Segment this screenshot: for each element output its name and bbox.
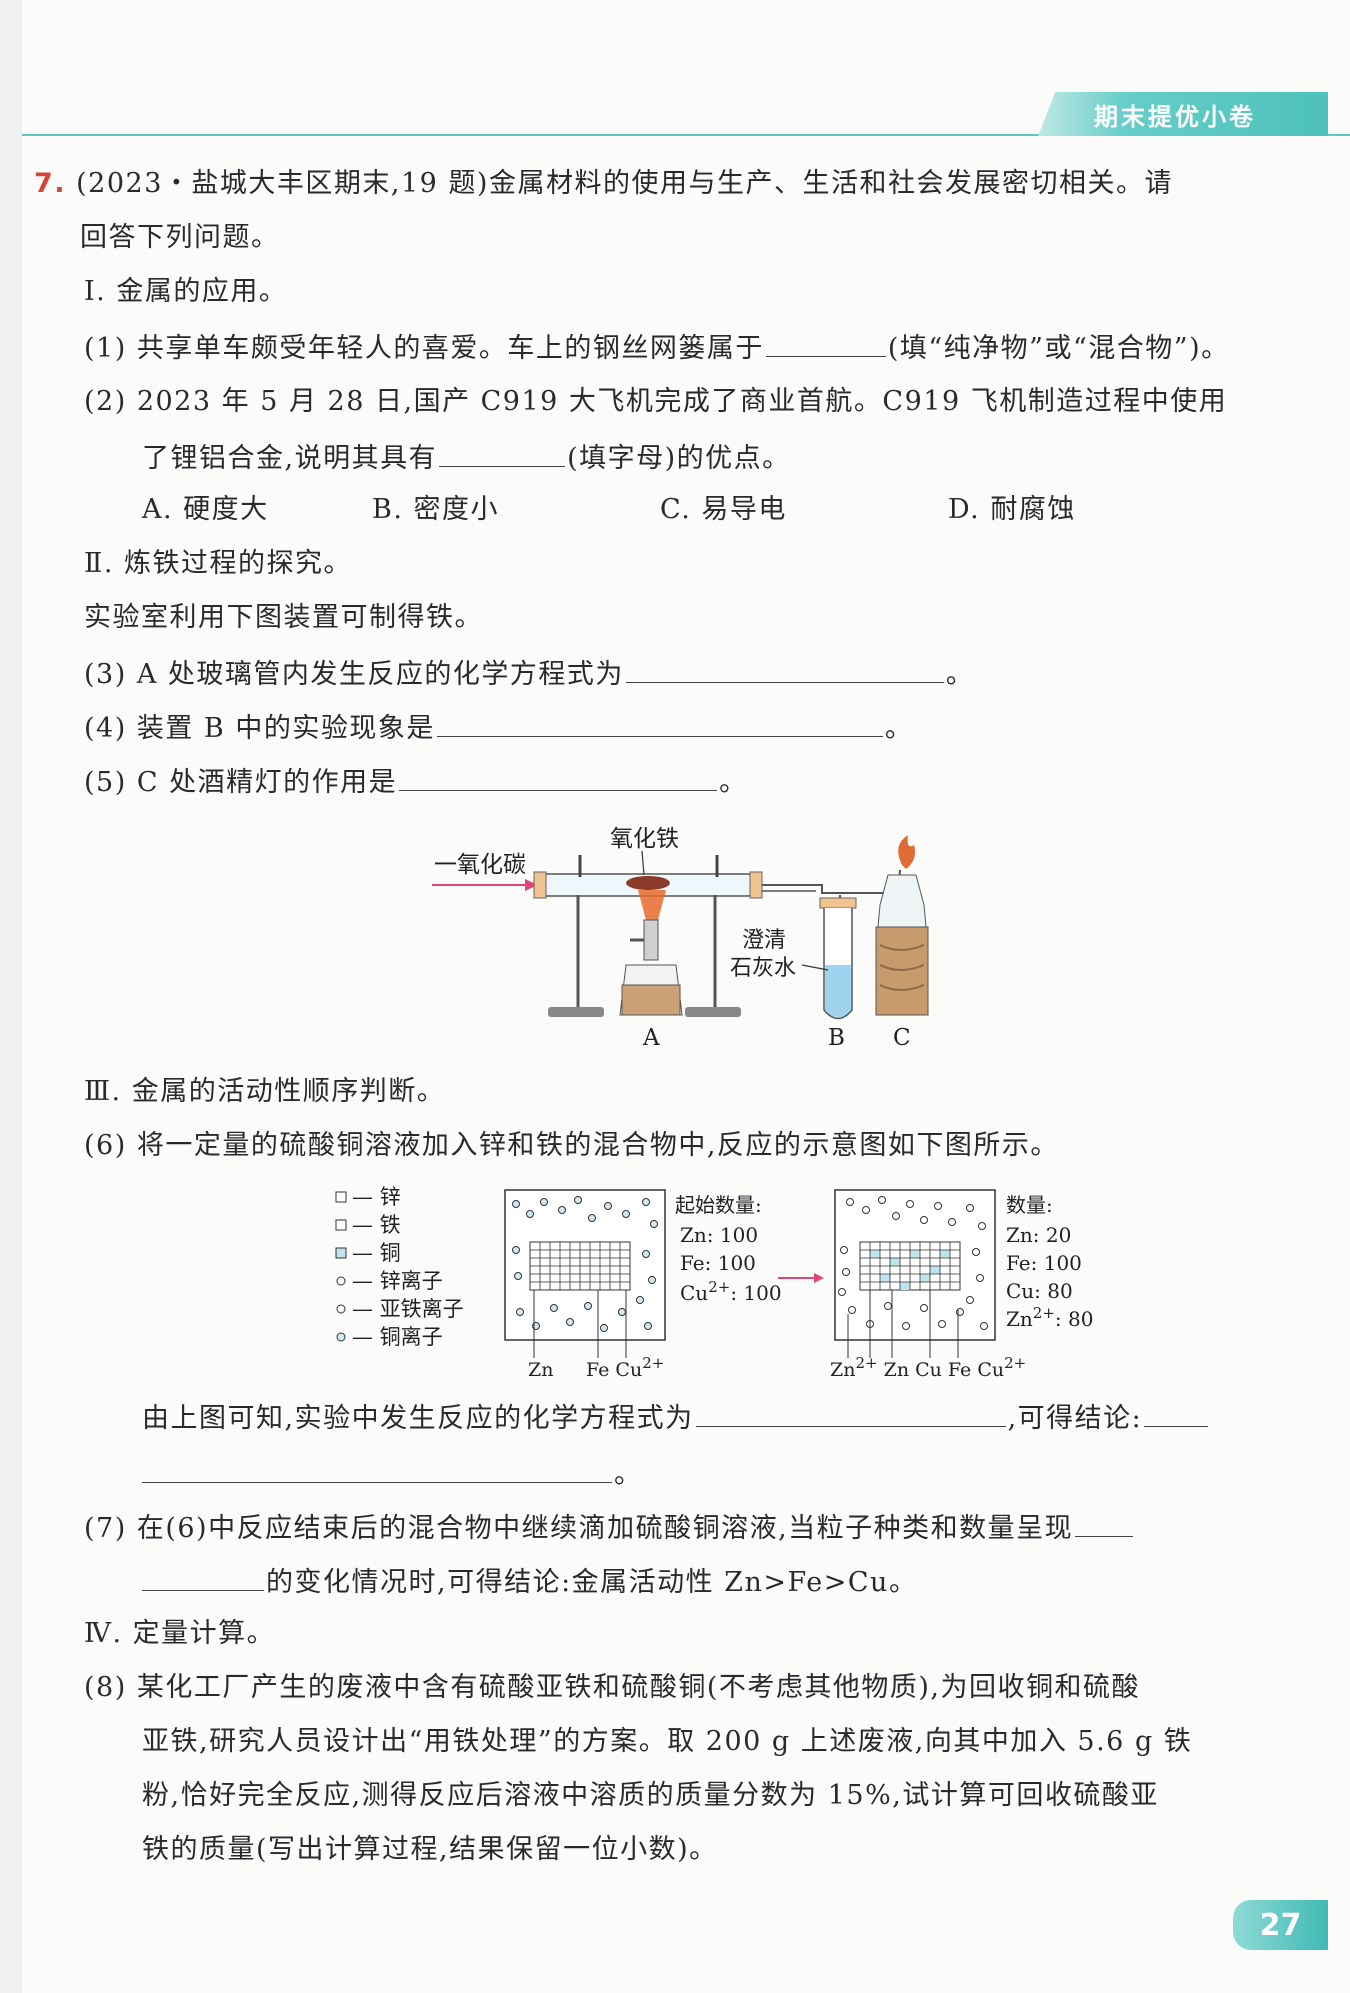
page-number: 27 [1233, 1900, 1328, 1950]
q1-line: (1) 共享单车颇受年轻人的喜爱。车上的钢丝网篓属于(填“纯净物”或“混合物”)… [84, 326, 1230, 369]
end-count-zn: Zn: 20 [1006, 1223, 1071, 1247]
section-1-title: Ⅰ. 金属的应用。 [84, 276, 288, 307]
legend: — 锌 — 铁 — 铜 — 锌离子 — 亚铁离子 — 铜离子 [335, 1185, 464, 1349]
fe2o3-label: 氧化铁 [610, 826, 679, 852]
end-metal-grid [859, 1241, 961, 1291]
label-b: B [828, 1025, 845, 1051]
q7-blank-1[interactable] [1075, 1506, 1134, 1537]
label-a: A [642, 1025, 660, 1051]
q8-line-2: 亚铁,研究人员设计出“用铁处理”的方案。取 200 g 上述废液,向其中加入 5… [142, 1726, 1193, 1757]
q3-line: (3) A 处玻璃管内发生反应的化学方程式为。 [84, 652, 974, 695]
q6-conclusion-blank-1[interactable] [1144, 1396, 1209, 1427]
end-count-zn-ion: Zn2+: 80 [1006, 1304, 1093, 1331]
section-2-intro: 实验室利用下图装置可制得铁。 [84, 602, 483, 633]
q7-line-1: (7) 在(6)中反应结束后的混合物中继续滴加硫酸铜溶液,当粒子种类和数量呈现 [84, 1506, 1135, 1549]
q4-blank[interactable] [436, 706, 883, 737]
q8-line-1: (8) 某化工厂产生的废液中含有硫酸亚铁和硫酸铜(不考虑其他物质),为回收铜和硫… [84, 1672, 1140, 1703]
q3-blank[interactable] [625, 652, 944, 683]
option-a: A. 硬度大 [142, 494, 269, 525]
end-count-fe: Fe: 100 [1006, 1251, 1082, 1275]
legend-cu: — 铜 [352, 1241, 401, 1265]
end-count-cu: Cu: 80 [1006, 1279, 1073, 1303]
q7-blank-2[interactable] [142, 1560, 264, 1591]
start-count-zn: Zn: 100 [680, 1223, 758, 1247]
header-tab: 期末提优小卷 [1038, 92, 1328, 136]
section-4-title: Ⅳ. 定量计算。 [84, 1618, 276, 1649]
question-intro-line-1: 7. (2023・盐城大丰区期末,19 题)金属材料的使用与生产、生活和社会发展… [34, 168, 1173, 199]
q8-line-4: 铁的质量(写出计算过程,结果保留一位小数)。 [142, 1834, 718, 1865]
q6-after-line-1: 由上图可知,实验中发生反应的化学方程式为,可得结论: [142, 1396, 1210, 1439]
q7-line-2: 的变化情况时,可得结论:金属活动性 Zn>Fe>Cu。 [142, 1560, 917, 1603]
q6-conclusion-blank-2[interactable] [142, 1452, 612, 1483]
legend-cu-ion: — 铜离子 [352, 1325, 443, 1349]
legend-zn: — 锌 [352, 1185, 401, 1209]
end-label-row: Zn2+ Zn Cu Fe Cu2+ [830, 1354, 1026, 1380]
end-title: 数量: [1006, 1193, 1053, 1217]
option-c: C. 易导电 [660, 494, 787, 525]
q2-line-2: 了锂铝合金,说明其具有(填字母)的优点。 [142, 436, 791, 479]
start-ions [512, 1196, 658, 1332]
limewater-label-1: 澄清 [742, 928, 786, 953]
page-edge [0, 0, 22, 1993]
iron-smelting-apparatus: 一氧化碳 氧化铁 A 澄清 石灰水 B C [432, 826, 929, 1051]
label-c: C [893, 1025, 911, 1051]
option-b: B. 密度小 [372, 494, 500, 525]
q6-equation-blank[interactable] [695, 1396, 1006, 1427]
question-number: 7. [34, 168, 67, 199]
q5-blank[interactable] [399, 760, 718, 791]
section-2-title: Ⅱ. 炼铁过程的探究。 [84, 548, 353, 579]
option-d: D. 耐腐蚀 [948, 494, 1076, 525]
start-count-cu-ion: Cu2+: 100 [680, 1278, 782, 1305]
limewater-label-2: 石灰水 [730, 956, 796, 981]
q4-line: (4) 装置 B 中的实验现象是。 [84, 706, 913, 749]
end-ions [838, 1196, 988, 1330]
legend-zn-ion: — 锌离子 [352, 1269, 443, 1293]
section-3-title: Ⅲ. 金属的活动性顺序判断。 [84, 1076, 446, 1107]
header-rule [22, 134, 1350, 136]
q8-line-3: 粉,恰好完全反应,测得反应后溶液中溶质的质量分数为 15%,试计算可回收硫酸亚 [142, 1780, 1159, 1811]
q6-after-line-2: 。 [142, 1452, 643, 1495]
q1-blank[interactable] [765, 326, 886, 357]
start-metal-grid [529, 1241, 631, 1291]
q6-line: (6) 将一定量的硫酸铜溶液加入锌和铁的混合物中,反应的示意图如下图所示。 [84, 1130, 1059, 1161]
co-label: 一氧化碳 [434, 852, 526, 878]
start-count-fe: Fe: 100 [680, 1251, 756, 1275]
question-intro-line-2: 回答下列问题。 [80, 222, 280, 253]
start-title: 起始数量: [675, 1193, 762, 1217]
q2-blank[interactable] [439, 436, 566, 467]
start-label-zn: Zn [528, 1359, 553, 1380]
legend-fe: — 铁 [352, 1213, 401, 1237]
particle-diagram: — 锌 — 铁 — 铜 — 锌离子 — 亚铁离子 — 铜离子 Zn Fe Cu2… [335, 1185, 1093, 1380]
q2-line-1: (2) 2023 年 5 月 28 日,国产 C919 大飞机完成了商业首航。C… [84, 386, 1228, 417]
legend-fe-ion: — 亚铁离子 [352, 1297, 464, 1321]
q5-line: (5) C 处酒精灯的作用是。 [84, 760, 748, 803]
